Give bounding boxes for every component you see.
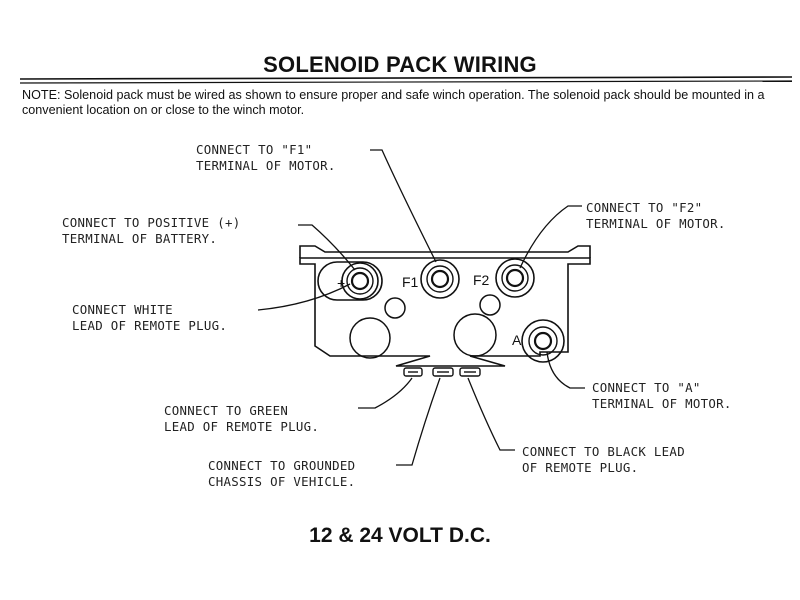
leader-green — [358, 377, 413, 409]
leader-f2 — [519, 205, 582, 269]
terminal-f2 — [495, 258, 535, 298]
callout-black-line-1: CONNECT TO BLACK LEAD — [522, 444, 685, 459]
callout-ground-line-1: CONNECT TO GROUNDED — [208, 458, 356, 473]
callout-f1: CONNECT TO "F1" TERMINAL OF MOTOR. — [196, 142, 336, 174]
leader-a — [546, 351, 585, 389]
callout-a-line-1: CONNECT TO "A" — [592, 380, 701, 395]
solenoid-pack-body — [299, 245, 591, 367]
callout-white-line-1: CONNECT WHITE — [72, 302, 173, 317]
title-rule-bottom — [19, 80, 793, 84]
callout-positive-line-1: CONNECT TO POSITIVE (+) — [62, 215, 241, 230]
callout-ground: CONNECT TO GROUNDED CHASSIS OF VEHICLE. — [208, 458, 355, 490]
callout-a-line-2: TERMINAL OF MOTOR. — [592, 396, 732, 411]
callout-f1-line-1: CONNECT TO "F1" — [196, 142, 313, 157]
callout-white-line-2: LEAD OF REMOTE PLUG. — [72, 318, 228, 333]
title-rule-top — [19, 76, 793, 80]
remote-plug-terminals — [403, 367, 481, 377]
leader-white — [257, 283, 351, 311]
terminal-label-f2: F2 — [473, 272, 490, 288]
leader-black — [467, 377, 515, 451]
leader-f1 — [370, 149, 437, 263]
callout-a: CONNECT TO "A" TERMINAL OF MOTOR. — [592, 380, 732, 412]
leader-ground — [396, 377, 441, 466]
callout-positive-line-2: TERMINAL OF BATTERY. — [62, 231, 218, 246]
terminal-a — [521, 319, 565, 363]
callout-black: CONNECT TO BLACK LEAD OF REMOTE PLUG. — [522, 444, 685, 476]
terminal-f1 — [420, 259, 460, 299]
terminal-positive — [341, 262, 379, 300]
wiring-note: NOTE: Solenoid pack must be wired as sho… — [22, 88, 765, 117]
callout-green-line-1: CONNECT TO GREEN — [164, 403, 289, 418]
voltage-footer: 12 & 24 VOLT D.C. — [309, 524, 491, 547]
leader-lines — [257, 149, 585, 466]
terminal-label-plus: + — [337, 275, 345, 291]
callout-green-line-2: LEAD OF REMOTE PLUG. — [164, 419, 320, 434]
positive-terminal-housing — [317, 261, 383, 301]
callout-f2: CONNECT TO "F2" TERMINAL OF MOTOR. — [586, 200, 726, 232]
callout-f1-line-2: TERMINAL OF MOTOR. — [196, 158, 336, 173]
mounting-holes — [349, 294, 501, 359]
callout-white: CONNECT WHITE LEAD OF REMOTE PLUG. — [72, 302, 227, 334]
callout-positive: CONNECT TO POSITIVE (+) TERMINAL OF BATT… — [62, 215, 240, 247]
terminal-label-a: A — [512, 332, 522, 348]
terminal-label-f1: F1 — [402, 274, 419, 290]
callout-ground-line-2: CHASSIS OF VEHICLE. — [208, 474, 356, 489]
callout-black-line-2: OF REMOTE PLUG. — [522, 460, 639, 475]
page-title: SOLENOID PACK WIRING — [263, 52, 537, 77]
leader-positive — [298, 224, 356, 271]
callout-f2-line-1: CONNECT TO "F2" — [586, 200, 703, 215]
callout-f2-line-2: TERMINAL OF MOTOR. — [586, 216, 726, 231]
callout-green: CONNECT TO GREEN LEAD OF REMOTE PLUG. — [164, 403, 319, 435]
